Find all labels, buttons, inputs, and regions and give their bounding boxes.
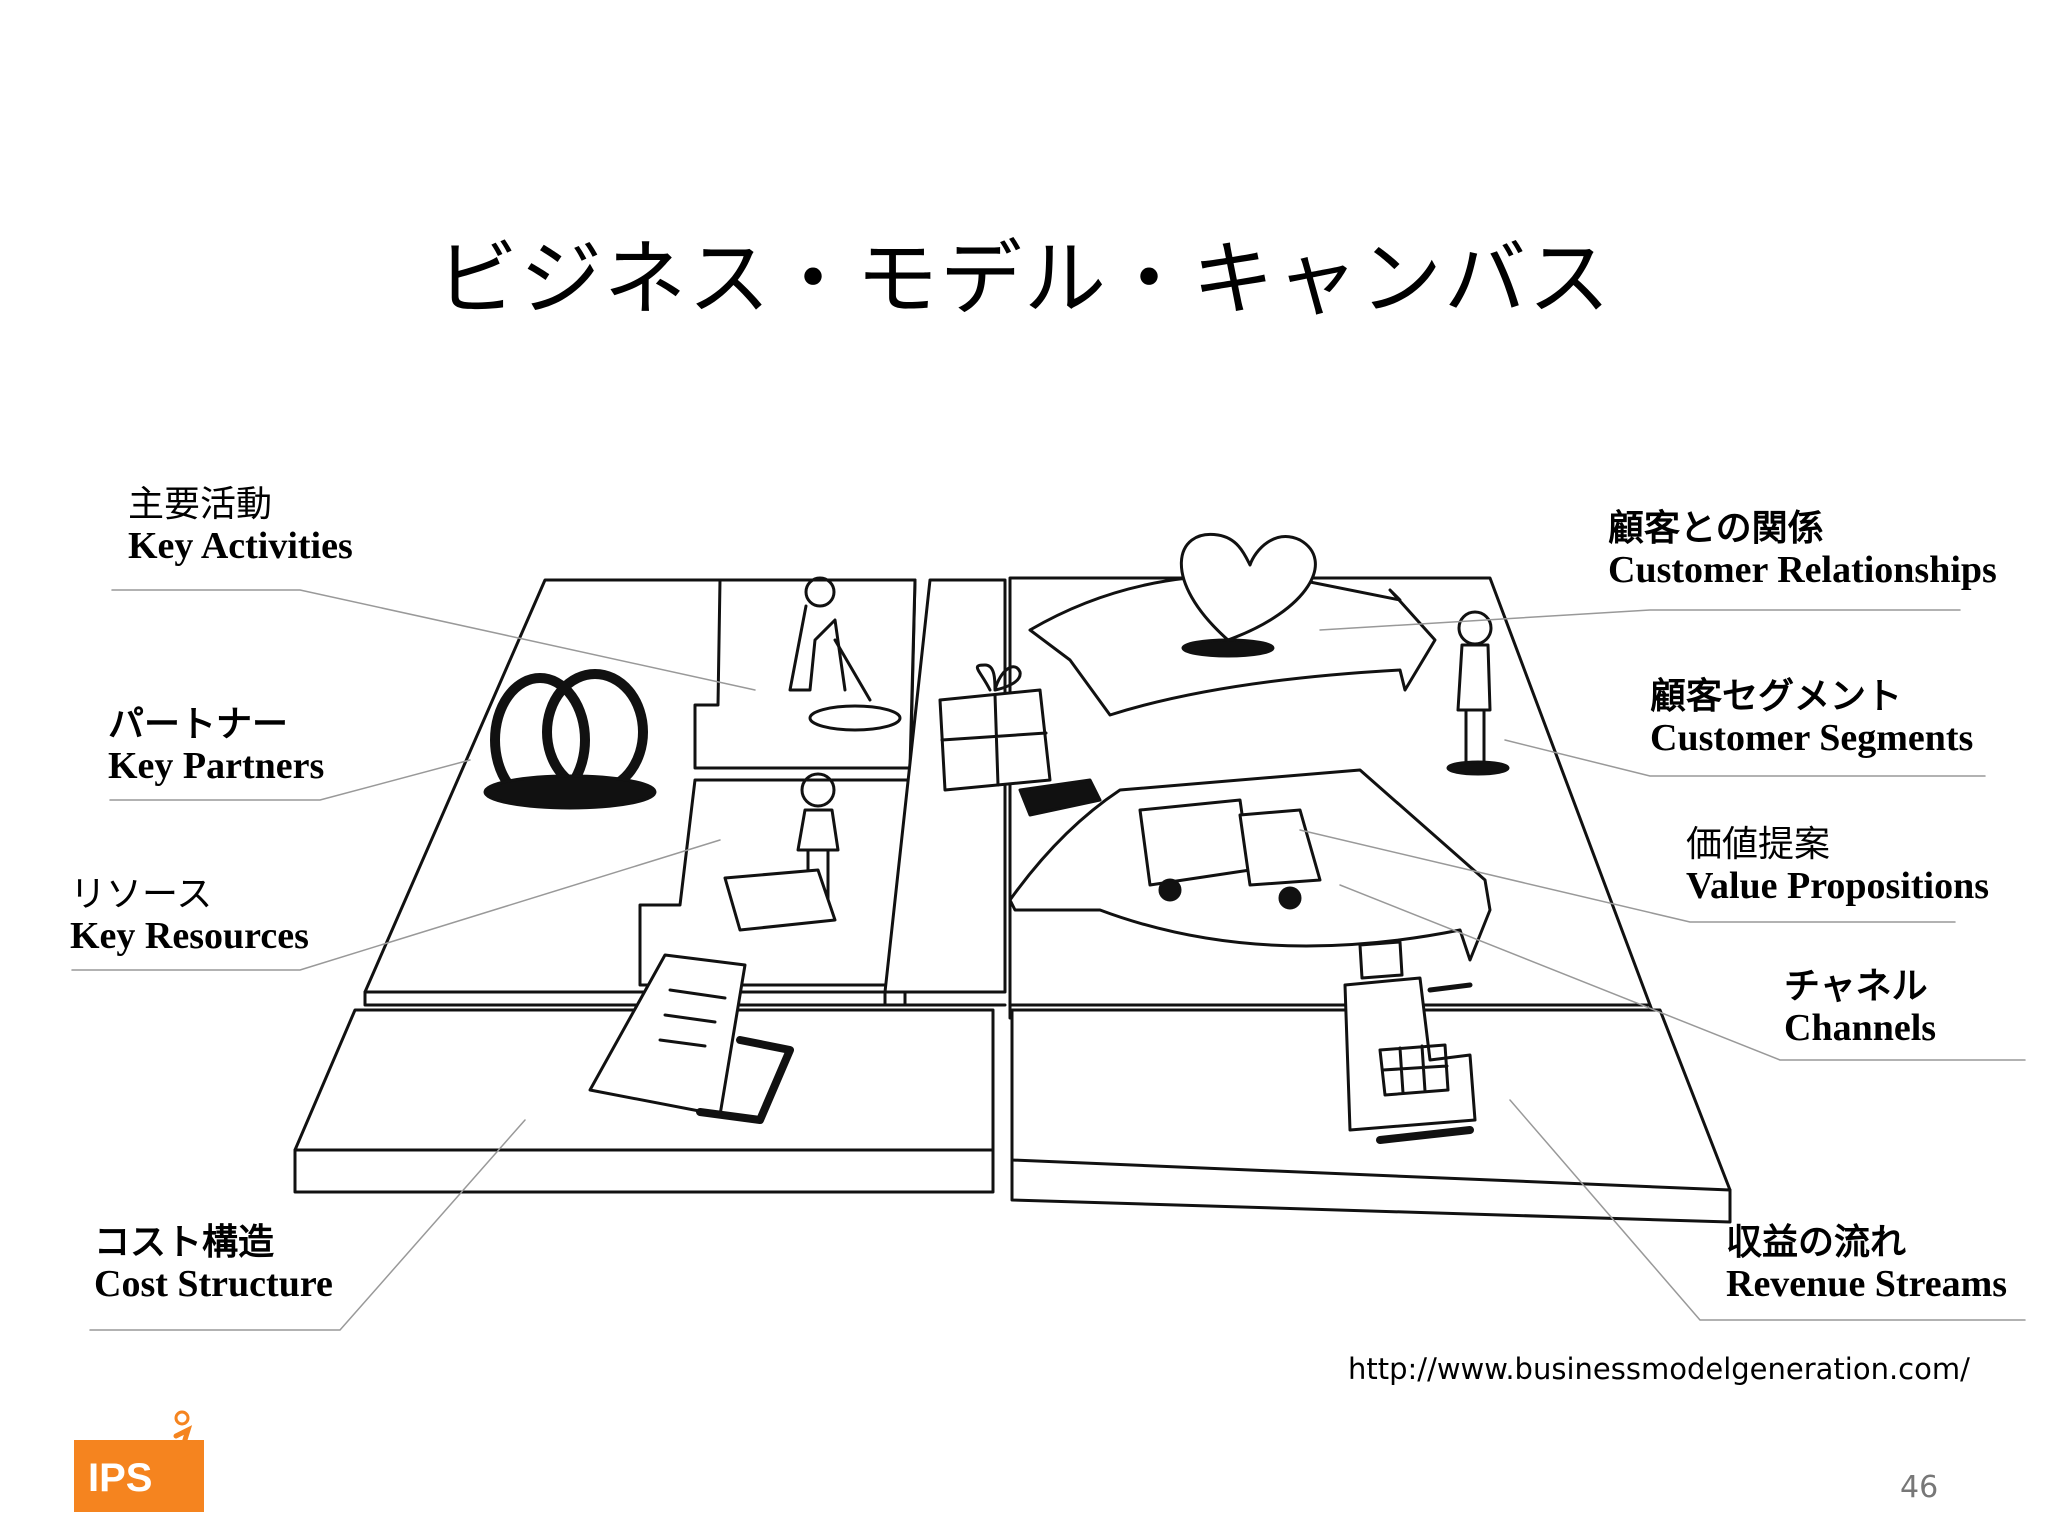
label-en: Customer Relationships	[1608, 549, 1997, 592]
label-key-partners: パートナー Key Partners	[108, 704, 324, 789]
label-jp: 価値提案	[1686, 824, 1831, 865]
label-jp: パートナー	[108, 704, 289, 745]
label-jp: チャネル	[1784, 966, 1928, 1007]
ips-logo: IPS	[74, 1440, 204, 1512]
label-jp: 顧客セグメント	[1650, 676, 1903, 717]
label-en: Value Propositions	[1686, 865, 1990, 908]
label-channels: チャネル Channels	[1784, 966, 1936, 1051]
label-en: Key Activities	[128, 525, 353, 568]
label-en: Key Resources	[70, 915, 309, 958]
label-key-activities: 主要活動 Key Activities	[128, 484, 353, 569]
label-jp: 主要活動	[128, 484, 273, 525]
label-customer-segments: 顧客セグメント Customer Segments	[1650, 676, 1973, 761]
label-jp: 顧客との関係	[1608, 508, 1824, 549]
label-en: Revenue Streams	[1726, 1263, 2008, 1306]
page-number: 46	[1900, 1470, 1939, 1505]
label-value-propositions: 価値提案 Value Propositions	[1686, 824, 1989, 909]
label-jp: リソース	[70, 874, 213, 915]
page-title: ビジネス・モデル・キャンバス	[435, 232, 1612, 327]
source-url: http://www.businessmodelgeneration.com/	[1348, 1352, 1970, 1386]
label-key-resources: リソース Key Resources	[70, 874, 309, 959]
label-en: Cost Structure	[94, 1263, 333, 1306]
label-customer-relationships: 顧客との関係 Customer Relationships	[1608, 508, 1997, 593]
label-cost-structure: コスト構造 Cost Structure	[94, 1222, 333, 1307]
logo-text: IPS	[88, 1456, 153, 1500]
label-jp: コスト構造	[94, 1222, 275, 1263]
label-revenue-streams: 収益の流れ Revenue Streams	[1726, 1222, 2007, 1307]
label-en: Key Partners	[108, 745, 325, 788]
label-en: Customer Segments	[1650, 717, 1974, 760]
label-jp: 収益の流れ	[1726, 1222, 1907, 1263]
logo-i-mark-icon	[173, 1410, 195, 1461]
label-en: Channels	[1784, 1007, 1937, 1050]
